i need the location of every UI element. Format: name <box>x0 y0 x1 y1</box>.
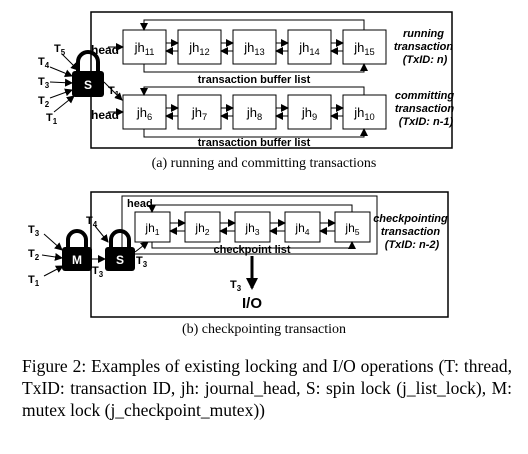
jh-node <box>177 29 222 65</box>
jh-node <box>287 29 332 65</box>
spin-lock-label: S <box>84 78 92 92</box>
running-transaction-label: running transaction (TxID: n) <box>394 28 456 66</box>
committing-buffer-list-label: transaction buffer list <box>198 137 311 149</box>
thread-label: T1 <box>28 274 40 288</box>
thread-t3-mid-label: T3 <box>92 265 104 279</box>
thread-t3-io-label: T3 <box>230 279 242 293</box>
thread-t3-after-label: T3 <box>136 255 148 269</box>
committing-row: head jh6 jh7 jh8 jh9 jh10 transaction bu… <box>91 86 457 149</box>
thread-label: T4 <box>38 56 50 70</box>
jh-node <box>284 211 321 243</box>
jh-node <box>342 29 387 65</box>
io-label: I/O <box>242 295 262 312</box>
thread-label: T3 <box>38 76 50 90</box>
thread-labels-top: T5 T4 T3 T2 T1 T1 <box>38 43 120 126</box>
thread-t1-out-label: T1 <box>108 85 120 99</box>
thread-label: T1 <box>46 112 58 126</box>
jh-node <box>232 29 277 65</box>
checkpoint-head-label: head <box>127 198 153 210</box>
running-buffer-list-label: transaction buffer list <box>198 74 311 86</box>
subcaption-a: (a) running and committing transactions <box>152 156 377 171</box>
mutex-lock-icon: M <box>62 229 92 271</box>
thread-label: T2 <box>28 248 40 262</box>
jh-node <box>122 29 167 65</box>
thread-label: T3 <box>28 224 40 238</box>
thread-label: T2 <box>38 95 50 109</box>
committing-transaction-label: committing transaction (TxID: n-1) <box>395 90 457 128</box>
running-row: head jh11 jh12 jh13 jh14 jh15 transactio… <box>91 19 456 86</box>
mutex-lock-label: M <box>72 253 82 267</box>
jh-node <box>334 211 371 243</box>
checkpoint-list-label: checkpoint list <box>213 244 290 256</box>
spin-lock-label: S <box>116 253 124 267</box>
checkpoint-row: jh1 jh2 jh3 jh4 jh5 <box>134 204 371 249</box>
subcaption-b: (b) checkpointing transaction <box>182 322 346 337</box>
committing-head-label: head <box>91 108 119 122</box>
jh-node <box>177 94 222 130</box>
thread-t4-label: T4 <box>86 215 98 229</box>
jh-node <box>184 211 221 243</box>
jh-node <box>134 211 171 243</box>
spin-lock-icon: S <box>72 50 104 97</box>
jh-node <box>287 94 332 130</box>
thread-label: T5 <box>54 43 66 57</box>
checkpointing-transaction-label: checkpointing transaction (TxID: n-2) <box>373 213 451 251</box>
figure-caption: Figure 2: Examples of existing locking a… <box>22 356 512 420</box>
thread-labels-bottom: T3 T2 T1 T4 T3 T3 T3 <box>28 215 242 293</box>
spin-lock-icon: S <box>105 229 135 271</box>
checkpoint-inner-frame <box>121 195 378 255</box>
